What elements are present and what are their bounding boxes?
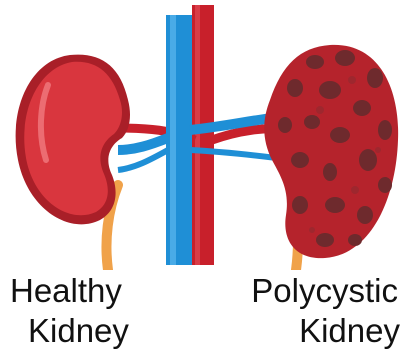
vena-cava [166,15,192,265]
healthy-kidney-label-line2: Kidney [28,312,129,350]
healthy-kidney-label-line1: Healthy [10,272,122,310]
polycystic-kidney-label-line1: Polycystic [251,272,398,310]
polycystic-kidney-label-line2: Kidney [299,312,400,350]
left-renal-vein [118,138,168,150]
kidney-illustration [0,0,408,270]
healthy-kidney [16,55,130,225]
polycystic-kidney [264,45,398,258]
